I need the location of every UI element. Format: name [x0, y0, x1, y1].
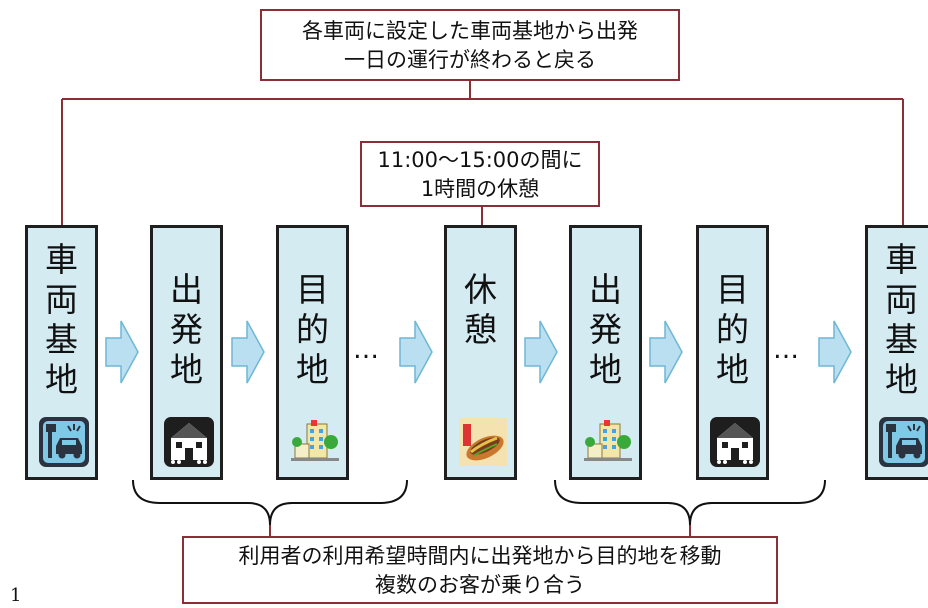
ellipsis-1: … [353, 335, 381, 365]
flow-arrow [818, 320, 852, 384]
break-note: 11:00〜15:00の間に 1時間の休憩 [360, 141, 600, 207]
brace-right [554, 479, 826, 526]
bus-depot-icon [879, 417, 928, 467]
break-box: 休憩 [444, 225, 517, 480]
box-label: 出発地 [589, 270, 622, 389]
flow-arrow [231, 320, 265, 384]
box-label: 車両基地 [45, 240, 78, 399]
ellipsis-2: … [773, 335, 801, 365]
building-icon [291, 420, 339, 461]
flow-arrow [399, 320, 433, 384]
building-icon [584, 420, 632, 461]
food-icon [459, 418, 507, 466]
page-number: 1 [10, 585, 22, 606]
destination-box-2: 目的地 [696, 225, 769, 480]
box-label: 出発地 [170, 270, 203, 389]
passenger-note-line1: 利用者の利用希望時間内に出発地から目的地を移動 [238, 544, 722, 568]
depot-end-box: 車両基地 [865, 225, 928, 480]
box-label: 車両基地 [885, 240, 918, 399]
destination-box-1: 目的地 [276, 225, 349, 480]
flow-arrow [105, 320, 139, 384]
break-note-line1: 11:00〜15:00の間に [377, 148, 583, 172]
depot-note-line1: 各車両に設定した車両基地から出発 [302, 19, 638, 43]
bus-depot-icon [39, 417, 89, 467]
passenger-note-line2: 複数のお客が乗り合う [375, 573, 585, 597]
flow-arrow [524, 320, 558, 384]
depot-note-line2: 一日の運行が終わると戻る [344, 48, 596, 72]
break-note-line2: 1時間の休憩 [420, 177, 540, 201]
depot-note: 各車両に設定した車両基地から出発 一日の運行が終わると戻る [260, 9, 680, 81]
departure-box-1: 出発地 [150, 225, 223, 480]
depot-start-box: 車両基地 [25, 225, 98, 480]
house-icon [164, 417, 214, 467]
flow-arrow [649, 320, 683, 384]
house-icon [710, 417, 760, 467]
passenger-note: 利用者の利用希望時間内に出発地から目的地を移動 複数のお客が乗り合う [182, 536, 778, 604]
box-label: 目的地 [716, 270, 749, 389]
box-label: 休憩 [464, 270, 497, 349]
box-label: 目的地 [296, 270, 329, 389]
departure-box-2: 出発地 [569, 225, 642, 480]
brace-left [132, 479, 408, 526]
